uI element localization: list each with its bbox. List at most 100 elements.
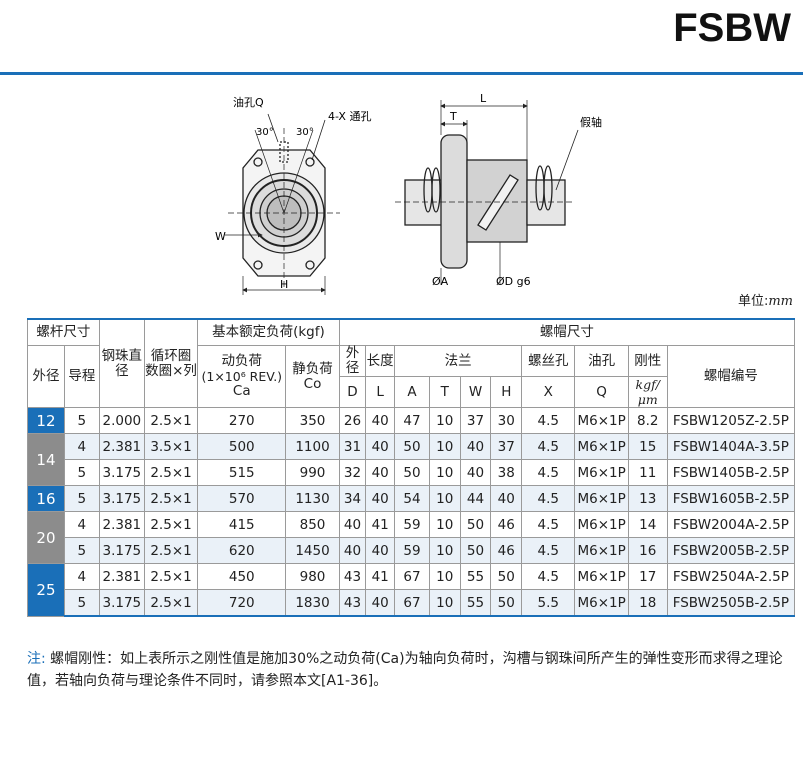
table-cell: 43	[338, 589, 367, 617]
table-cell: 2.5×1	[143, 459, 199, 486]
table-cell: 14	[627, 511, 668, 538]
sym-d: D	[338, 376, 367, 408]
table-cell: FSBW2505B-2.5P	[666, 589, 796, 617]
length-header: 长度	[365, 345, 396, 377]
table-cell: 40	[459, 459, 492, 486]
table-cell: 55	[459, 563, 492, 590]
table-cell: 4.5	[521, 563, 576, 590]
table-cell: 40	[490, 485, 523, 512]
table-cell: 4.5	[521, 485, 576, 512]
table-cell: 2.5×1	[143, 511, 199, 538]
table-cell: M6×1P	[574, 433, 629, 460]
table-cell: 3.5×1	[143, 433, 199, 460]
through-hole-label: 4-X 通孔	[328, 110, 371, 123]
oil-hole-label: 油孔Q	[233, 95, 264, 109]
table-cell: FSBW2504A-2.5P	[666, 563, 796, 590]
note-text: 螺帽刚性：如上表所示之刚性值是施加30%之动负荷(Ca)为轴向负荷时，沟槽与钢珠…	[27, 651, 783, 689]
table-cell: M6×1P	[574, 563, 629, 590]
group-rating-header: 基本额定负荷(kgf)	[197, 318, 340, 346]
table-cell: 54	[394, 485, 430, 512]
table-cell: M6×1P	[574, 459, 629, 486]
table-cell: 620	[197, 537, 287, 564]
table-cell: 67	[394, 563, 430, 590]
table-cell: 50	[490, 563, 523, 590]
table-cell: 40	[365, 485, 396, 512]
table-cell: 37	[490, 433, 523, 460]
table-cell: 32	[338, 459, 367, 486]
table-cell: 15	[627, 433, 668, 460]
table-cell: 980	[285, 563, 340, 590]
lead-header: 导程	[63, 345, 100, 408]
ball-dia-header: 钢珠直径	[98, 318, 145, 408]
od-cell: 25	[27, 563, 65, 617]
table-cell: 18	[627, 589, 668, 617]
table-cell: 41	[365, 511, 396, 538]
oil-hole-header: 油孔	[574, 345, 629, 377]
outer-dia-header: 外径	[338, 345, 367, 377]
table-cell: 43	[338, 563, 367, 590]
table-cell: 13	[627, 485, 668, 512]
table-cell: 2.5×1	[143, 537, 199, 564]
table-cell: 38	[490, 459, 523, 486]
sym-t: T	[428, 376, 461, 408]
group-screw-header: 螺杆尺寸	[27, 318, 100, 346]
w-label: W	[215, 230, 226, 243]
sym-h: H	[490, 376, 523, 408]
nut-code-header: 螺帽编号	[666, 345, 796, 408]
table-cell: FSBW1405B-2.5P	[666, 459, 796, 486]
table-cell: 5	[63, 485, 100, 512]
flange-header: 法兰	[394, 345, 523, 377]
sym-a: A	[394, 376, 430, 408]
table-cell: M6×1P	[574, 537, 629, 564]
dynamic-load-header: 动负荷 (1×10⁶ REV.) Ca	[197, 345, 287, 408]
technical-drawing: 油孔Q 4-X 通孔 30° 30° W H L T 假轴 ØA ØD g6	[215, 92, 602, 295]
table-cell: 47	[394, 407, 430, 434]
table-cell: 3.175	[98, 485, 145, 512]
table-cell: 1830	[285, 589, 340, 617]
table-cell: 1450	[285, 537, 340, 564]
table-cell: 3.175	[98, 537, 145, 564]
table-cell: 50	[459, 511, 492, 538]
table-cell: 26	[338, 407, 367, 434]
table-cell: 350	[285, 407, 340, 434]
table-cell: 10	[428, 407, 461, 434]
table-cell: 67	[394, 589, 430, 617]
front-view	[225, 113, 340, 295]
table-cell: 40	[365, 407, 396, 434]
table-cell: 4.5	[521, 537, 576, 564]
table-cell: 4.5	[521, 459, 576, 486]
group-nut-header: 螺帽尺寸	[338, 318, 796, 346]
table-cell: 500	[197, 433, 287, 460]
table-cell: 11	[627, 459, 668, 486]
table-cell: FSBW2005B-2.5P	[666, 537, 796, 564]
table-cell: 4.5	[521, 511, 576, 538]
table-cell: 8.2	[627, 407, 668, 434]
table-cell: 30	[490, 407, 523, 434]
table-cell: 720	[197, 589, 287, 617]
table-cell: M6×1P	[574, 589, 629, 617]
sym-q: Q	[574, 376, 629, 408]
table-cell: 41	[365, 563, 396, 590]
static-load-header: 静负荷 Co	[285, 345, 340, 408]
unit-note: 单位:mm	[737, 294, 793, 309]
table-cell: 570	[197, 485, 287, 512]
table-cell: 2.381	[98, 563, 145, 590]
footnote: 注: 螺帽刚性：如上表所示之刚性值是施加30%之动负荷(Ca)为轴向负荷时，沟槽…	[27, 648, 797, 692]
table-cell: 1100	[285, 433, 340, 460]
page-title: FSBW	[673, 6, 791, 50]
spec-table: 螺杆尺寸 钢珠直径 循环圈数圈×列 基本额定负荷(kgf) 螺帽尺寸 外径 导程…	[27, 318, 796, 617]
table-cell: 4.5	[521, 433, 576, 460]
sym-rigidity: kgf/μm	[627, 376, 668, 408]
table-cell: 10	[428, 485, 461, 512]
table-cell: 450	[197, 563, 287, 590]
table-cell: 46	[490, 511, 523, 538]
t-label: T	[449, 110, 457, 123]
table-cell: 10	[428, 589, 461, 617]
